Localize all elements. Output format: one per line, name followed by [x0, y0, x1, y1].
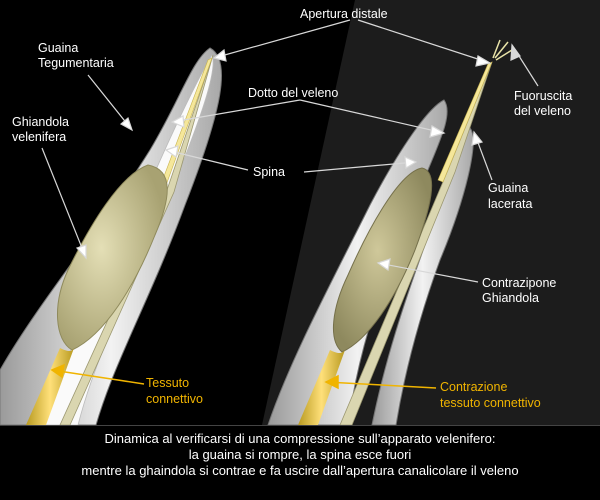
label-ghiandola-velenifera-2: velenifera [12, 130, 66, 144]
left-venom-gland [57, 164, 168, 351]
label-tessuto-connettivo-1: Tessuto [146, 376, 189, 390]
right-connective-tissue [298, 350, 345, 425]
label-guaina-lacerata-1: Guaina [488, 181, 528, 195]
label-contrazione-tessuto-1: Contrazione [440, 380, 507, 394]
right-venom-gland-contracted [332, 167, 433, 353]
label-contrazione-ghiandola-2: Ghiandola [482, 291, 539, 305]
pointer-lines [41, 19, 539, 283]
caption-line-2: la guaina si rompre, la spina esce fuori [188, 447, 412, 462]
label-contrazione-tessuto-2: tessuto connettivo [440, 396, 541, 410]
label-contrazione-ghiandola-1: Contrazipone [482, 276, 556, 290]
label-dotto-del-veleno: Dotto del veleno [248, 86, 338, 100]
label-guaina-tegumentaria-2: Tegumentaria [38, 56, 114, 70]
caption: Dinamica al verificarsi di una compressi… [0, 425, 600, 500]
label-fuoruscita-2: del veleno [514, 104, 571, 118]
left-structure [0, 47, 223, 426]
label-ghiandola-velenifera-1: Ghiandola [12, 115, 69, 129]
yellow-pointer-lines [50, 363, 437, 390]
label-guaina-tegumentaria-1: Guaina [38, 41, 78, 55]
label-apertura-distale: Apertura distale [300, 7, 388, 21]
caption-line-3: mentre la ghaindola si contrae e fa usci… [81, 463, 519, 478]
caption-line-1: Dinamica al verificarsi di una compressi… [104, 431, 496, 446]
label-tessuto-connettivo-2: connettivo [146, 392, 203, 406]
venom-spray [492, 39, 513, 61]
label-guaina-lacerata-2: lacerata [488, 197, 533, 211]
right-structure [267, 39, 513, 426]
label-fuoruscita-1: Fuoruscita [514, 89, 572, 103]
label-spina: Spina [253, 165, 285, 179]
